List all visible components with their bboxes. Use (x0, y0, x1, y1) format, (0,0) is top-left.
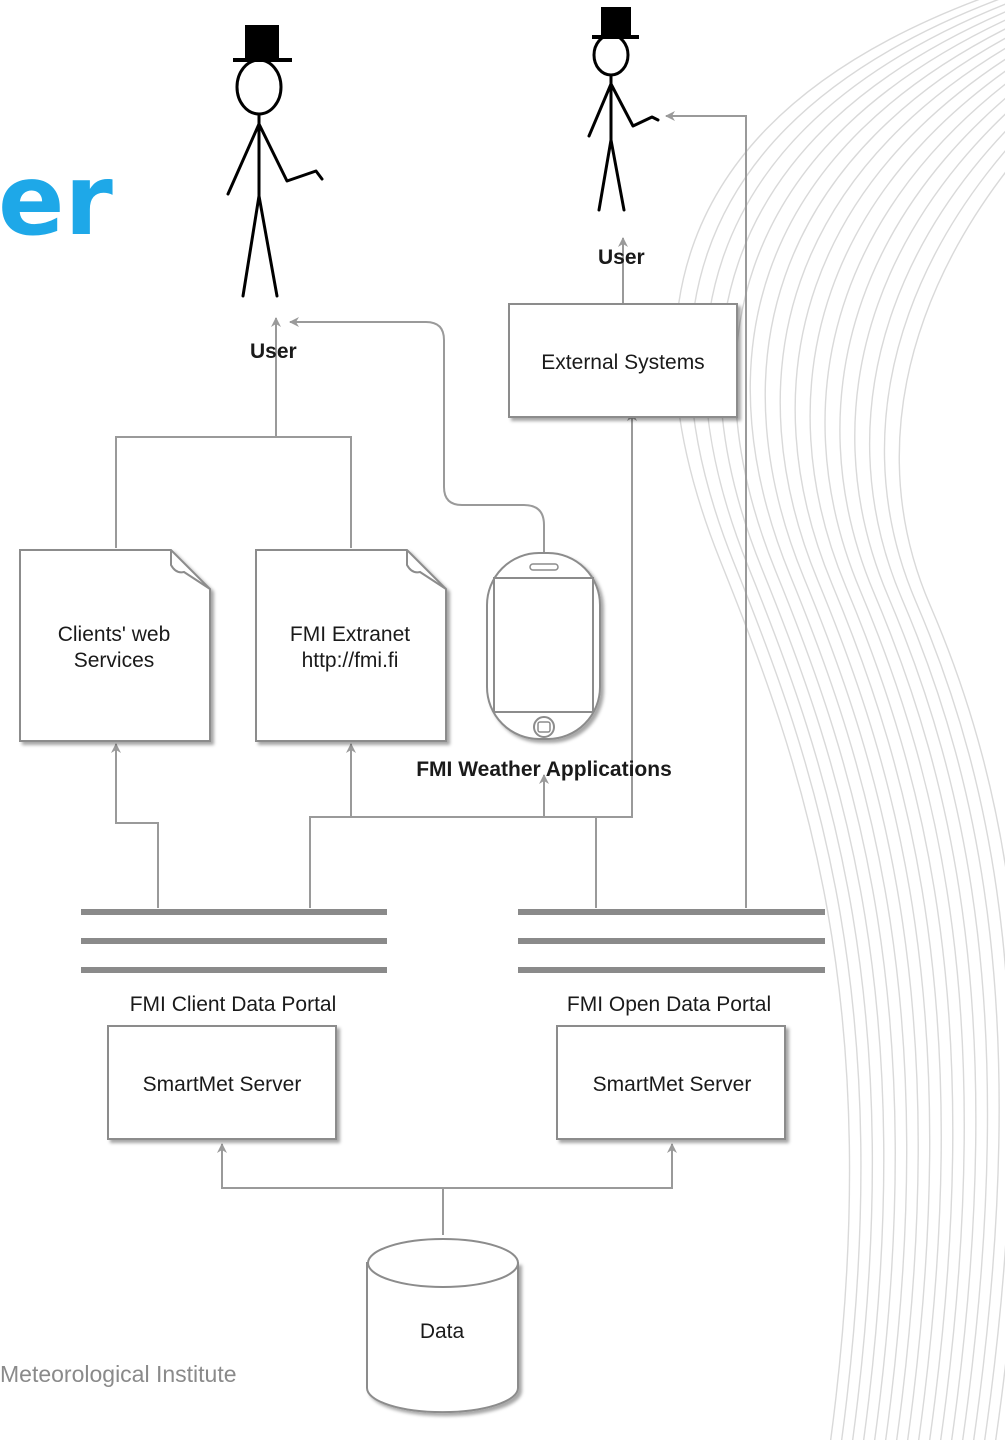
open-data-portal-bus (518, 909, 825, 973)
swirl-line (704, 3, 1005, 1440)
external-systems-node: External Systems (508, 303, 738, 418)
swirl-line (839, 97, 1005, 1440)
client-data-portal-bus (81, 909, 387, 973)
edge-data-to-smartmet-right (443, 1143, 677, 1189)
edge-clients-web-to-user-left (115, 436, 276, 548)
slide-title-fragment: er (0, 144, 113, 258)
footer-organization: Meteorological Institute (0, 1361, 237, 1387)
data-label: Data (420, 1320, 465, 1343)
smartmet-server-left-label: SmartMet Server (143, 1073, 302, 1096)
swirl-line (794, 58, 1005, 1440)
fmi-extranet-label-line2: http://fmi.fi (302, 649, 399, 672)
edge-extranet-to-user-left (271, 317, 352, 548)
user-right-figure (587, 7, 660, 212)
fmi-extranet-node: FMI Extranet http://fmi.fi (255, 549, 447, 742)
weather-applications-label: FMI Weather Applications (416, 758, 672, 781)
swirl-line (809, 70, 1005, 1440)
swirl-line (749, 28, 1005, 1440)
swirl-line (854, 113, 1005, 1440)
background-swirl-decoration (674, 0, 1005, 1440)
edge-open-portal-to-user-right (665, 111, 747, 908)
swirl-line (898, 171, 1005, 1440)
smartmet-server-right-label: SmartMet Server (593, 1073, 752, 1096)
fmi-extranet-label-line1: FMI Extranet (290, 623, 410, 646)
swirl-line (674, 0, 980, 1440)
swirl-line (868, 130, 1005, 1440)
user-right-label: User (598, 246, 645, 269)
user-left-figure (226, 25, 324, 298)
swirl-line (764, 37, 1005, 1440)
swirl-line (883, 150, 1005, 1440)
swirl-line (779, 47, 1005, 1440)
smartmet-server-left-node: SmartMet Server (107, 1025, 337, 1140)
edge-client-portal-to-clients-web (111, 743, 159, 908)
clients-web-services-node: Clients' web Services (19, 549, 211, 742)
swirl-line (689, 0, 1000, 1440)
edge-client-portal-to-extranet (309, 411, 637, 908)
edge-weather-apps-to-user-left (289, 317, 545, 555)
clients-web-label-line1: Clients' web (58, 623, 171, 646)
client-data-portal-label: FMI Client Data Portal (130, 993, 337, 1016)
user-left-label: User (250, 340, 297, 363)
external-systems-label: External Systems (541, 351, 704, 374)
swirl-line (734, 19, 1005, 1440)
smartmet-server-right-node: SmartMet Server (556, 1025, 786, 1140)
edge-data-to-smartmet-left (217, 1143, 444, 1235)
open-data-portal-label: FMI Open Data Portal (567, 993, 771, 1016)
diagram-edges (111, 111, 747, 1235)
data-storage-node: Data (366, 1238, 519, 1414)
swirl-line (719, 11, 1005, 1440)
clients-web-label-line2: Services (74, 649, 155, 672)
phone-icon (486, 552, 601, 740)
swirl-line (824, 83, 1005, 1440)
